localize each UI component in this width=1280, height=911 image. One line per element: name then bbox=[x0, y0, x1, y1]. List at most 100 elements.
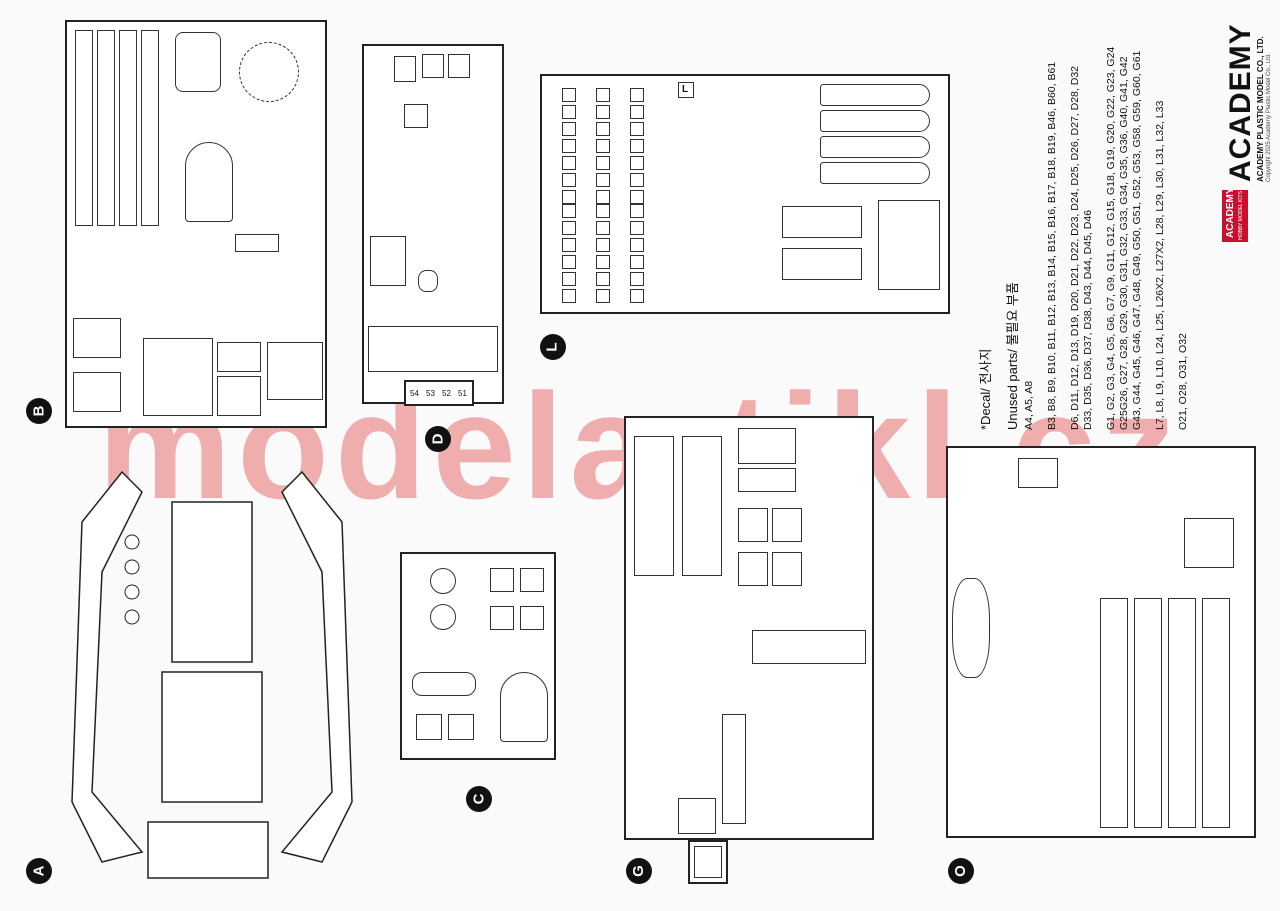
sprue-d-part-32 bbox=[404, 104, 428, 128]
logo-text: ACADEMY bbox=[1225, 187, 1236, 238]
sprue-o-part-rail-2 bbox=[1134, 598, 1162, 828]
sprue-g-badge: G bbox=[626, 858, 652, 884]
sprue-l-hatches-row-3 bbox=[630, 88, 644, 204]
unused-line-d2: D33, D35, D36, D37, D38, D43, D44, D45, … bbox=[1082, 209, 1094, 430]
sprue-g-part-17 bbox=[682, 436, 722, 576]
sprue-b-part-29 bbox=[267, 342, 323, 400]
sprue-c-part-4 bbox=[412, 672, 476, 696]
brand-company: ACADEMY PLASTIC MODEL CO., LTD. bbox=[1256, 36, 1265, 182]
sprue-c-part-7 bbox=[490, 568, 514, 592]
sprue-b-part-2 bbox=[73, 318, 121, 358]
sprue-g-part-45 bbox=[772, 508, 802, 542]
sprue-g-part-47 bbox=[738, 428, 796, 464]
sprue-c-part-3 bbox=[490, 606, 514, 630]
sprue-d-label-51: 51 bbox=[458, 389, 467, 398]
sprue-l-part-33b bbox=[820, 110, 930, 132]
sprue-g-part-16 bbox=[634, 436, 674, 576]
sprue-l-tag-text: L bbox=[682, 84, 689, 95]
sprue-g-part-35 bbox=[752, 630, 866, 664]
sprue-l-part-30 bbox=[782, 206, 862, 238]
brand-name: ACADEMY bbox=[1224, 23, 1257, 182]
decal-note: *Decal/ 전사지 bbox=[978, 348, 993, 430]
sprue-b-part-rotor bbox=[239, 42, 299, 102]
sprue-o-part-rail-4 bbox=[1202, 598, 1230, 828]
academy-logo: ACADEMY HOBBY MODEL KITS bbox=[1222, 187, 1248, 242]
sprue-d-part-10 bbox=[418, 270, 438, 292]
sprue-o-part-shield bbox=[952, 578, 990, 678]
sprue-o-part-rail-1 bbox=[1100, 598, 1128, 828]
sprue-b-part-hull-panel bbox=[143, 338, 213, 416]
brand-block: ACADEMY ACADEMY PLASTIC MODEL CO., LTD. bbox=[1224, 23, 1265, 182]
unused-line-g2: G25G26, G27, G28, G29, G30, G31, G32, G3… bbox=[1118, 56, 1130, 430]
sprue-c-part-2 bbox=[520, 606, 544, 630]
sprue-d-tab: 54 53 52 51 bbox=[404, 380, 474, 406]
sprue-g-part-43b bbox=[772, 552, 802, 586]
sprue-g-part-3 bbox=[678, 798, 716, 834]
sprue-l-hatches-row-1 bbox=[562, 88, 576, 204]
sprue-l-hatches-row-4 bbox=[562, 204, 576, 303]
sprue-b-part-18 bbox=[217, 376, 261, 416]
sprue-o-part-hatch bbox=[1184, 518, 1234, 568]
sprue-d-frame bbox=[362, 44, 504, 404]
sprue-b-part-30 bbox=[235, 234, 279, 252]
hull-outline-drawing bbox=[71, 470, 353, 879]
unused-heading: Unused parts/ 불필요 부품 bbox=[1005, 282, 1020, 430]
sprue-g-tab-part-3 bbox=[694, 846, 722, 878]
sprue-b-part-46b bbox=[97, 30, 115, 226]
sprue-d-badge: D bbox=[425, 426, 451, 452]
unused-line-g1: G1, G2, G3, G4, G5, G6, G7, G9, G11, G12… bbox=[1105, 46, 1117, 430]
sprue-b-part-47 bbox=[175, 32, 221, 92]
sprue-o-badge: O bbox=[948, 858, 974, 884]
sprue-d-part-frame-bottom bbox=[368, 326, 498, 372]
sprue-c-part-13 bbox=[430, 568, 456, 594]
sprue-c-part-1 bbox=[500, 672, 548, 742]
unused-line-a: A4, A5, A8 bbox=[1023, 380, 1035, 430]
sprue-l-hatches-row-2 bbox=[596, 88, 610, 204]
sprue-g-part-7 bbox=[722, 714, 746, 824]
unused-line-l: L7, L8, L9, L10, L24, L25, L26X2, L27X2,… bbox=[1154, 100, 1166, 430]
sprue-b-part-1 bbox=[73, 372, 121, 412]
sprue-g-part-43a bbox=[738, 552, 768, 586]
sprue-b-part-46d bbox=[141, 30, 159, 226]
sprue-b-part-46a bbox=[75, 30, 93, 226]
sprue-d-part-41 bbox=[422, 54, 444, 78]
sprue-o-part-rail-3 bbox=[1168, 598, 1196, 828]
sprue-l-part-33a bbox=[820, 84, 930, 106]
sprue-b-frame bbox=[65, 20, 327, 428]
sprue-o-frame bbox=[946, 446, 1256, 838]
sprue-g-tab bbox=[688, 840, 728, 884]
sprue-l-part-29 bbox=[878, 200, 940, 290]
sprue-l-part-32b bbox=[820, 162, 930, 184]
sprue-l-tag: L bbox=[678, 82, 694, 98]
sprue-c-frame bbox=[400, 552, 556, 760]
sprue-l-hatches-row-6 bbox=[630, 204, 644, 303]
copyright-text: Copyright 2025 Academy Plastic Model Co.… bbox=[1266, 53, 1272, 182]
unused-line-d1: D6, D11, D12, D13, D19, D20, D21, D22, D… bbox=[1069, 66, 1081, 430]
logo-subtext: HOBBY MODEL KITS bbox=[1238, 191, 1244, 240]
unused-line-g3: G43, G44, G45, G46, G47, G48, G49, G50, … bbox=[1131, 50, 1143, 430]
sprue-b-part-20 bbox=[217, 342, 261, 372]
sprue-g-frame bbox=[624, 416, 874, 840]
sprue-d-label-52: 52 bbox=[442, 389, 451, 398]
sprue-c-badge: C bbox=[466, 786, 492, 812]
sprue-b-badge: B bbox=[26, 398, 52, 424]
sprue-a-hull bbox=[62, 462, 362, 882]
sprue-l-hatches-row-5 bbox=[596, 204, 610, 303]
sprue-c-part-9 bbox=[448, 714, 474, 740]
sprue-c-part-8 bbox=[416, 714, 442, 740]
sprue-c-part-14 bbox=[430, 604, 456, 630]
sprue-d-part-39 bbox=[394, 56, 416, 82]
unused-line-b: B3, B8, B9, B10, B11, B12, B13, B14, B15… bbox=[1046, 61, 1058, 430]
sprue-b-part-52 bbox=[185, 142, 233, 222]
sprue-d-label-54: 54 bbox=[410, 389, 419, 398]
sprue-d-part-40 bbox=[448, 54, 470, 78]
sprue-l-part-28 bbox=[782, 248, 862, 280]
sprue-l-frame: L bbox=[540, 74, 950, 314]
sprue-g-part-44 bbox=[738, 508, 768, 542]
sprue-d-part-6 bbox=[370, 236, 406, 286]
sprue-b-part-46c bbox=[119, 30, 137, 226]
sprue-l-badge: L bbox=[540, 334, 566, 360]
unused-parts-block: *Decal/ 전사지 Unused parts/ 불필요 부품 A4, A5,… bbox=[975, 10, 1190, 430]
sprue-l-part-32a bbox=[820, 136, 930, 158]
